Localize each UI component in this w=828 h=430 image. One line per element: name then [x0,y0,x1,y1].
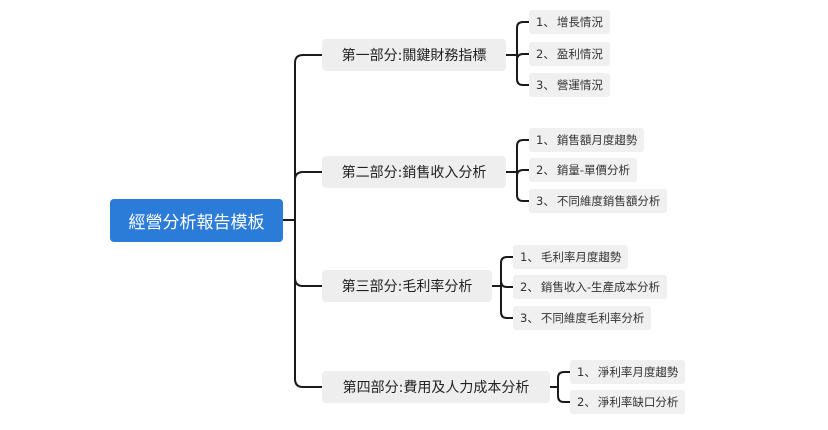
leaf-number: 3、 [536,78,555,92]
leaf-number: 1、 [536,15,555,29]
leaf-node-1-2[interactable]: 2、 盈利情況 [529,42,610,66]
leaf-label: 淨利率缺口分析 [597,395,679,409]
leaf-label: 淨利率月度趨勢 [597,365,679,379]
leaf-label: 盈利情況 [556,47,603,61]
leaf-node-3-2[interactable]: 2、 銷售收入-生產成本分析 [513,275,667,299]
leaf-number: 2、 [520,280,539,294]
branch-node-1[interactable]: 第一部分:關鍵財務指標 [322,39,506,71]
leaf-node-1-3[interactable]: 3、 營運情況 [529,73,610,97]
trunk-connector-2 [294,171,323,221]
leaf-node-3-3[interactable]: 3、 不同維度毛利率分析 [513,306,652,330]
leaf-node-1-1[interactable]: 1、 增長情況 [529,10,610,34]
branch-4-leaf-connector-1 [557,371,571,388]
trunk-connector-3 [294,219,323,287]
leaf-label: 銷售額月度趨勢 [556,133,638,147]
leaf-node-2-3[interactable]: 3、 不同維度銷售額分析 [529,189,668,213]
leaf-number: 1、 [577,365,596,379]
leaf-node-2-2[interactable]: 2、 銷量-單價分析 [529,158,637,182]
leaf-number: 2、 [577,395,596,409]
branch-node-3[interactable]: 第三部分:毛利率分析 [322,270,492,302]
branch-1-leaf-connector-2 [516,53,530,61]
leaf-label: 不同維度銷售額分析 [556,194,661,208]
branch-1-leaf-connector-1 [516,21,530,56]
leaf-number: 3、 [520,311,539,325]
leaf-number: 3、 [536,194,555,208]
leaf-label: 銷量-單價分析 [556,163,630,177]
leaf-label: 增長情況 [556,15,603,29]
branch-3-leaf-connector-3 [500,285,514,319]
leaf-label: 不同維度毛利率分析 [540,311,645,325]
leaf-number: 2、 [536,163,555,177]
branch-3-leaf-connector-1 [500,256,514,287]
branch-2-leaf-connector-1 [516,139,530,173]
leaf-node-3-1[interactable]: 1、 毛利率月度趨勢 [513,245,629,269]
branch-2-leaf-connector-3 [516,171,530,202]
leaf-label: 營運情況 [556,78,603,92]
trunk-connector-4 [294,219,323,388]
leaf-number: 1、 [536,133,555,147]
leaf-number: 1、 [520,250,539,264]
branch-node-4[interactable]: 第四部分:費用及人力成本分析 [322,371,550,403]
branch-2-leaf-connector-2 [516,169,530,177]
leaf-node-4-1[interactable]: 1、 淨利率月度趨勢 [570,360,686,384]
leaf-number: 2、 [536,47,555,61]
leaf-label: 銷售收入-生產成本分析 [540,280,660,294]
root-node[interactable]: 經營分析報告模板 [110,199,283,242]
branch-node-2[interactable]: 第二部分:銷售收入分析 [322,156,506,188]
leaf-node-2-1[interactable]: 1、 銷售額月度趨勢 [529,128,645,152]
trunk-connector-1 [294,54,323,221]
leaf-label: 毛利率月度趨勢 [540,250,622,264]
leaf-node-4-2[interactable]: 2、 淨利率缺口分析 [570,390,686,414]
branch-3-leaf-connector-2 [500,280,514,288]
branch-1-leaf-connector-3 [516,54,530,86]
branch-4-leaf-connector-2 [557,386,571,403]
